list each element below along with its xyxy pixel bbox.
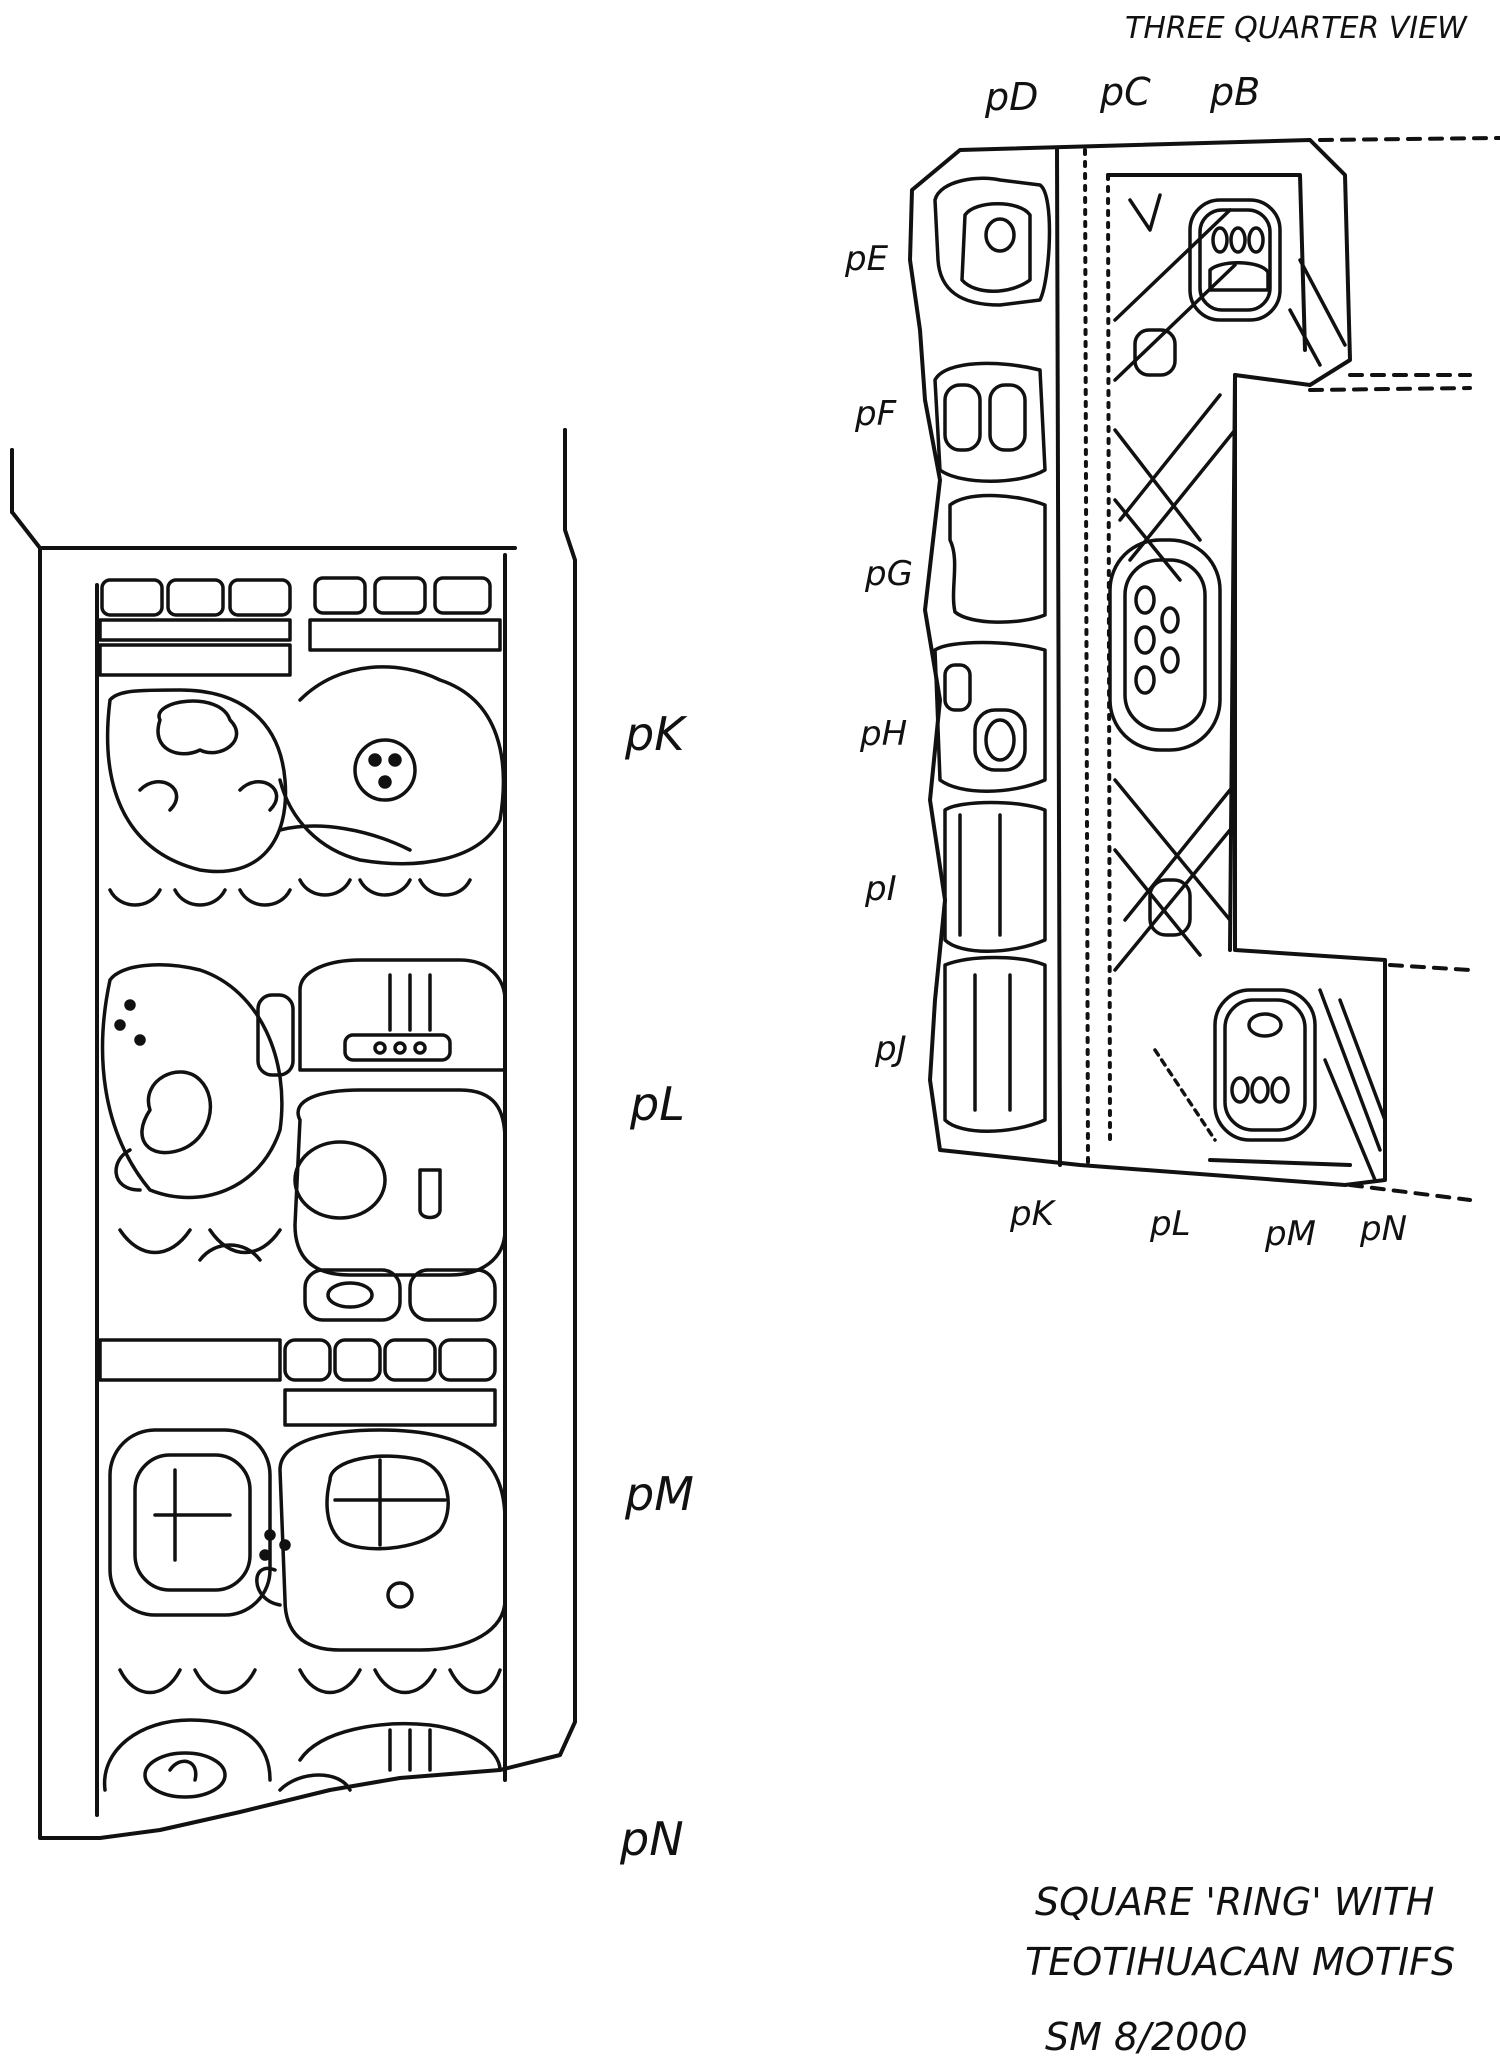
side-labels: pE pF pG pH pI pJ [844, 239, 913, 1069]
caption-signature: SM 8/2000 [1045, 2015, 1248, 2059]
bottom-label-pN: pN [1359, 1209, 1407, 1249]
side-label-pE: pE [844, 239, 889, 279]
bottom-label-pM: pM [1264, 1214, 1316, 1254]
block-label-pL: pL [629, 1077, 685, 1131]
bottom-label-pL: pL [1149, 1204, 1191, 1244]
top-label-pD: pD [984, 75, 1038, 119]
caption-line-2: TEOTIHUACAN MOTIFS [1025, 1940, 1455, 1984]
block-label-pN: pN [619, 1812, 684, 1866]
front-panel-drawing [10, 428, 577, 1840]
glyph-block-pN [102, 1718, 502, 1799]
bottom-label-pK: pK [1009, 1194, 1057, 1234]
side-label-pF: pF [854, 394, 897, 434]
caption-line-1: SQUARE 'RING' WITH [1035, 1880, 1434, 1924]
three-quarter-view-drawing [908, 136, 1500, 1202]
caption: SQUARE 'RING' WITH TEOTIHUACAN MOTIFS SM… [1025, 1880, 1455, 2059]
side-label-pG: pG [864, 554, 913, 594]
top-labels: pD pC pB [984, 70, 1260, 119]
side-label-pH: pH [859, 714, 907, 754]
view-title: THREE QUARTER VIEW [1125, 11, 1468, 46]
three-quarter-view-details [933, 176, 1387, 1182]
glyph-block-pM [98, 1338, 507, 1695]
block-label-pM: pM [624, 1467, 694, 1521]
glyph-block-pL [100, 958, 507, 1322]
side-label-pJ: pJ [874, 1029, 907, 1069]
top-label-pB: pB [1209, 70, 1260, 114]
block-labels: pK pL pM pN [619, 707, 694, 1866]
glyph-block-pK [98, 576, 506, 907]
block-label-pK: pK [624, 707, 688, 761]
bottom-labels: pK pL pM pN [1009, 1194, 1407, 1254]
top-label-pC: pC [1099, 70, 1151, 114]
side-label-pI: pI [864, 869, 897, 909]
